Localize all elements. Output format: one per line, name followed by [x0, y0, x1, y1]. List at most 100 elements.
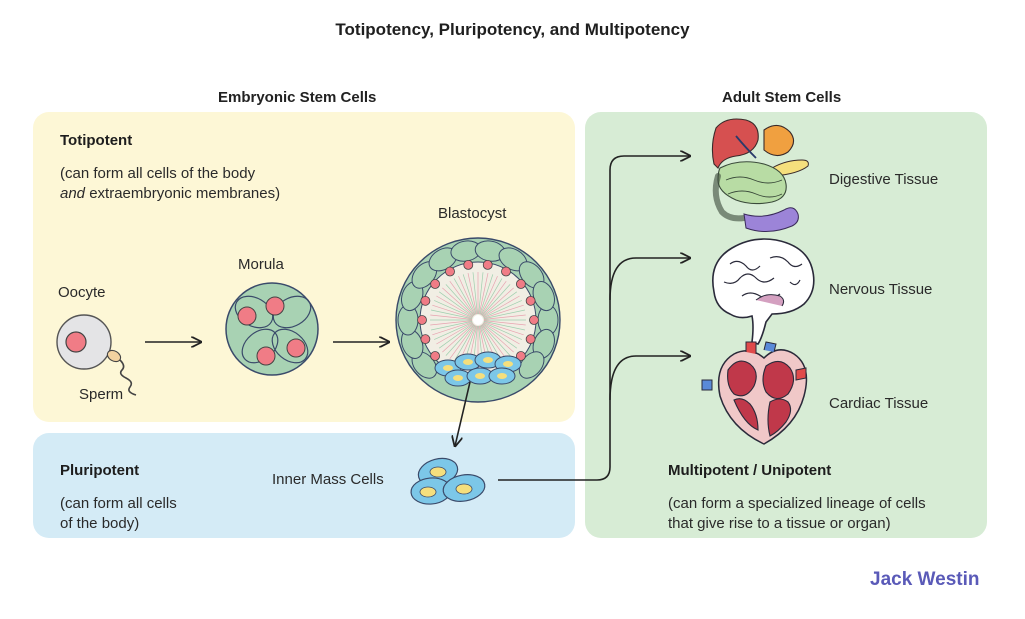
blastocoel-line: [430, 320, 473, 331]
multipotent-desc-line1: (can form a specialized lineage of cells: [668, 495, 926, 512]
blastocoel-line: [483, 322, 520, 345]
blastocyst-icon: [395, 237, 561, 403]
blastocoel-line: [436, 295, 473, 318]
blastocoel-line: [434, 322, 473, 340]
trophoblast-cells: [397, 240, 559, 379]
blastocoel-line: [481, 284, 511, 316]
multipotent-desc-line2: that give rise to a tissue or organ): [668, 515, 891, 532]
multipotent-heading: Multipotent / Unipotent: [668, 462, 832, 479]
arrow-blastocyst-to-inner-mass: [455, 381, 471, 446]
trophoblast-nucleus: [482, 259, 493, 270]
trophoblast-nucleus: [501, 266, 511, 277]
nervous-tissue-label: Nervous Tissue: [829, 281, 933, 298]
blastocoel-line: [482, 323, 518, 349]
pluripotent-desc-line1: (can form all cells: [60, 495, 177, 512]
pluripotent-description: (can form all cells of the body): [60, 494, 177, 534]
trophoblast-nucleus: [463, 259, 474, 270]
blastocoel-line: [480, 276, 498, 315]
brand-logo-text: Jack Westin: [870, 569, 980, 590]
blastocoel-line: [483, 320, 526, 331]
blastocoel-line: [478, 272, 489, 315]
trophoblast-nucleus: [445, 266, 455, 277]
blastocoel-line: [445, 284, 475, 316]
blastocoel-line: [430, 309, 473, 320]
diagram-title: Totipotency, Pluripotency, and Multipote…: [335, 20, 690, 39]
blastocoel-line: [483, 300, 522, 318]
pluripotent-desc-line2: of the body): [60, 515, 140, 532]
digestive-tissue-label: Digestive Tissue: [829, 171, 939, 188]
blastocoel-line: [483, 304, 524, 319]
blastocoel-line: [467, 272, 478, 315]
lineage-branch-arrows: [498, 156, 690, 481]
inner-mass-cells-icon: [410, 457, 486, 505]
blastocoel-line: [462, 274, 477, 315]
cardiac-tissue-label: Cardiac Tissue: [829, 395, 929, 412]
blastocoel-line: [434, 300, 473, 318]
blastocoel-line: [483, 309, 526, 320]
blastocoel-line: [482, 323, 514, 353]
heart-icon: [701, 341, 808, 445]
totipotent-heading: Totipotent: [60, 132, 133, 149]
totipotent-desc-rest: extraembryonic membranes): [85, 185, 281, 202]
oocyte-label: Oocyte: [58, 284, 106, 301]
embryonic-section-heading: Embryonic Stem Cells: [218, 89, 377, 106]
blastocoel-line: [445, 324, 475, 356]
adult-section-heading: Adult Stem Cells: [722, 89, 842, 106]
blastocoel-line: [481, 324, 511, 356]
blastocoel-line: [430, 320, 473, 326]
blastocoel-line: [482, 291, 518, 317]
sperm-icon: [106, 349, 137, 396]
blastocoel-line: [449, 280, 475, 316]
blastocoel-line: [483, 314, 526, 320]
inner-mass-cells-label: Inner Mass Cells: [272, 471, 384, 488]
blastocoel-line: [442, 287, 474, 317]
trophoblast-nucleus: [515, 279, 526, 289]
morula-icon: [225, 282, 319, 376]
totipotent-desc-line1: (can form all cells of the body: [60, 165, 256, 182]
blastocoel-line: [480, 278, 503, 315]
blastocoel-line: [453, 278, 476, 315]
morula-label: Morula: [238, 256, 284, 273]
blastocoel-line: [478, 272, 484, 315]
blastocoel-line: [438, 323, 474, 349]
trophoblast-nucleus: [525, 295, 536, 306]
blastocoel-line: [481, 280, 507, 316]
blastocoel-line: [479, 274, 494, 315]
blastocoel-line: [436, 322, 473, 345]
trophoblast-nucleus: [430, 279, 441, 289]
trophoblast-nucleus: [420, 334, 431, 345]
trophoblast-nucleus: [515, 351, 526, 361]
brain-icon: [712, 238, 815, 345]
multipotent-description: (can form a specialized lineage of cells…: [668, 494, 926, 534]
blastocoel-line: [449, 324, 475, 360]
totipotent-desc-emphasis: and: [60, 185, 86, 202]
blastocoel-line: [453, 325, 476, 362]
blastocoel-line: [483, 320, 526, 326]
blastocoel-line: [442, 323, 474, 353]
trophoblast-nucleus: [529, 315, 539, 325]
blastocoel-line: [430, 314, 473, 320]
trophoblast-nucleus: [417, 315, 427, 325]
blastocoel-line: [483, 295, 520, 318]
totipotent-description: (can form all cells of the body and extr…: [60, 164, 280, 204]
blastocoel-line: [458, 276, 476, 315]
trophoblast-nucleus: [430, 351, 441, 361]
blastocoel-line: [481, 324, 507, 360]
oocyte-icon: [56, 314, 112, 370]
pluripotent-heading: Pluripotent: [60, 462, 140, 479]
blastocoel-line: [472, 272, 478, 315]
blastocoel-line: [482, 287, 514, 317]
inner-cell-mass: [434, 351, 522, 387]
blastocyst-label: Blastocyst: [438, 205, 507, 222]
trophoblast-nucleus: [420, 295, 431, 306]
sperm-label: Sperm: [79, 386, 124, 403]
totipotent-desc-line2: and extraembryonic membranes): [60, 184, 280, 204]
blastocoel-line: [432, 304, 473, 319]
blastocoel-line: [483, 322, 522, 340]
blastocoel-line: [483, 321, 524, 336]
blastocoel-line: [438, 291, 474, 317]
digestive-organs-icon: [711, 118, 809, 232]
trophoblast-nucleus: [525, 334, 536, 345]
blastocoel-line: [432, 321, 473, 336]
